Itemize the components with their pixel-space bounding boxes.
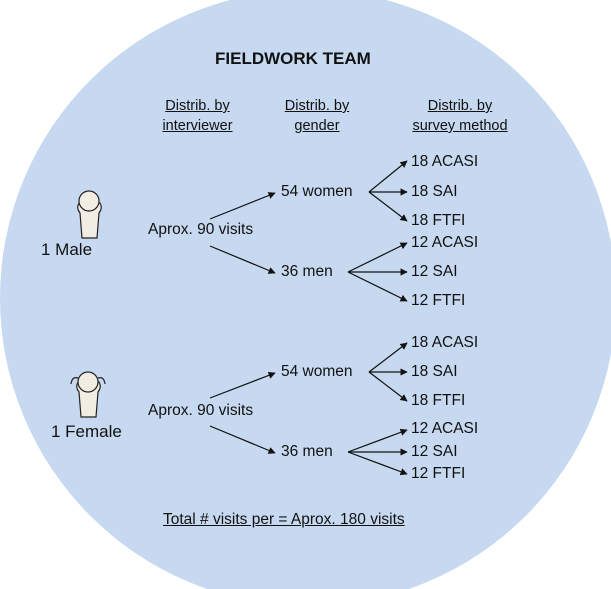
connector-arrow — [209, 192, 276, 220]
method-label: 12 ACASI — [411, 234, 479, 251]
method-label: 12 FTFI — [411, 465, 466, 482]
method-label: 18 FTFI — [411, 212, 466, 229]
method-label: 12 SAI — [411, 263, 458, 280]
method-label: 18 ACASI — [411, 334, 479, 351]
total-visits: Total # visits per = Aprox. 180 visits — [163, 511, 405, 528]
connector-arrow — [347, 428, 408, 453]
connector-arrow — [347, 242, 408, 273]
connector-arrow — [209, 371, 276, 399]
gender-group-label: 36 men — [281, 443, 333, 460]
method-label: 12 FTFI — [411, 292, 466, 309]
interviewer-label: 1 Male — [41, 240, 93, 259]
connector-arrow — [368, 160, 408, 193]
connector-arrow — [368, 342, 408, 373]
gender-group-label: 36 men — [281, 263, 333, 280]
gender-group-label: 54 women — [281, 183, 353, 200]
female-person-icon — [70, 371, 106, 418]
connector-arrow — [368, 191, 408, 222]
method-label: 18 ACASI — [411, 153, 479, 170]
connector-arrow — [209, 245, 276, 274]
arrow-group — [209, 160, 408, 476]
gender-group-label: 54 women — [281, 363, 353, 380]
method-label: 12 ACASI — [411, 420, 479, 437]
method-label: 18 FTFI — [411, 392, 466, 409]
connector-arrow — [209, 425, 276, 454]
interviewer-label: 1 Female — [51, 422, 122, 441]
method-label: 12 SAI — [411, 443, 458, 460]
connector-arrow — [347, 271, 408, 302]
method-label: 18 SAI — [411, 363, 458, 380]
diagram-title: FIELDWORK TEAM — [215, 49, 371, 68]
visits-label: Aprox. 90 visits — [148, 402, 254, 419]
connector-arrow — [347, 451, 408, 476]
male-person-icon — [77, 190, 102, 239]
method-label: 18 SAI — [411, 183, 458, 200]
visits-label: Aprox. 90 visits — [148, 221, 254, 238]
connector-arrow — [368, 371, 408, 402]
